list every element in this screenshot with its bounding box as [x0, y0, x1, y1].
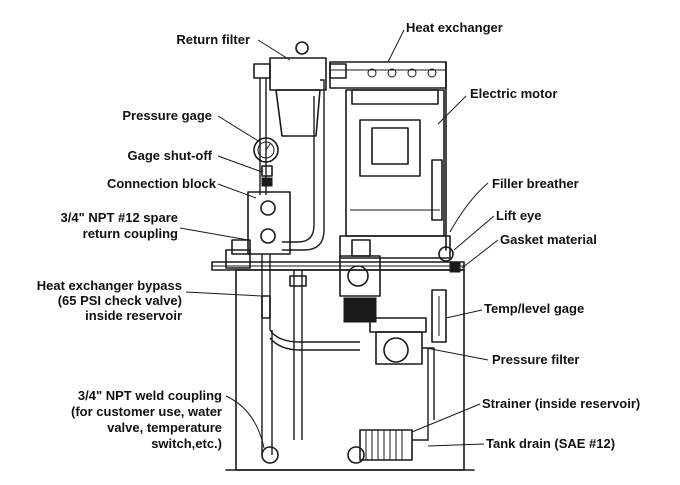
label-weld-coupling-1: 3/4" NPT weld coupling	[78, 388, 222, 403]
label-spare-return-2: return coupling	[83, 226, 178, 241]
connection-block	[225, 191, 291, 269]
label-lift-eye: Lift eye	[496, 208, 542, 223]
label-weld-coupling-3: valve, temperature	[107, 420, 222, 435]
leader-lines	[179, 29, 499, 449]
label-pressure-gage: Pressure gage	[122, 108, 212, 123]
label-bypass-3: inside reservoir	[85, 308, 182, 323]
label-gasket-material: Gasket material	[500, 232, 597, 247]
label-connection-block: Connection block	[107, 176, 217, 191]
pump-assembly	[339, 255, 435, 420]
return-filter	[253, 41, 347, 251]
label-heat-exchanger: Heat exchanger	[406, 20, 503, 35]
label-bypass-1: Heat exchanger bypass	[37, 278, 182, 293]
label-weld-coupling-4: switch,etc.)	[151, 436, 222, 451]
label-electric-motor: Electric motor	[470, 86, 557, 101]
label-spare-return-1: 3/4" NPT #12 spare	[61, 210, 178, 225]
label-weld-coupling-2: (for customer use, water	[71, 404, 222, 419]
label-bypass-2: (65 PSI check valve)	[58, 293, 182, 308]
electric-motor	[339, 89, 451, 259]
label-gage-shutoff: Gage shut-off	[128, 148, 213, 163]
label-return-filter: Return filter	[176, 32, 250, 47]
pressure-gage	[253, 137, 279, 187]
label-temp-level-gage: Temp/level gage	[484, 301, 584, 316]
temp-level-gage	[431, 289, 447, 343]
label-strainer: Strainer (inside reservoir)	[482, 396, 640, 411]
labels: Heat exchanger Return filter Electric mo…	[37, 20, 640, 451]
label-pressure-filter: Pressure filter	[492, 352, 579, 367]
strainer	[347, 420, 429, 464]
label-tank-drain: Tank drain (SAE #12)	[486, 436, 615, 451]
bypass-assembly	[261, 254, 360, 464]
label-filler-breather: Filler breather	[492, 176, 579, 191]
